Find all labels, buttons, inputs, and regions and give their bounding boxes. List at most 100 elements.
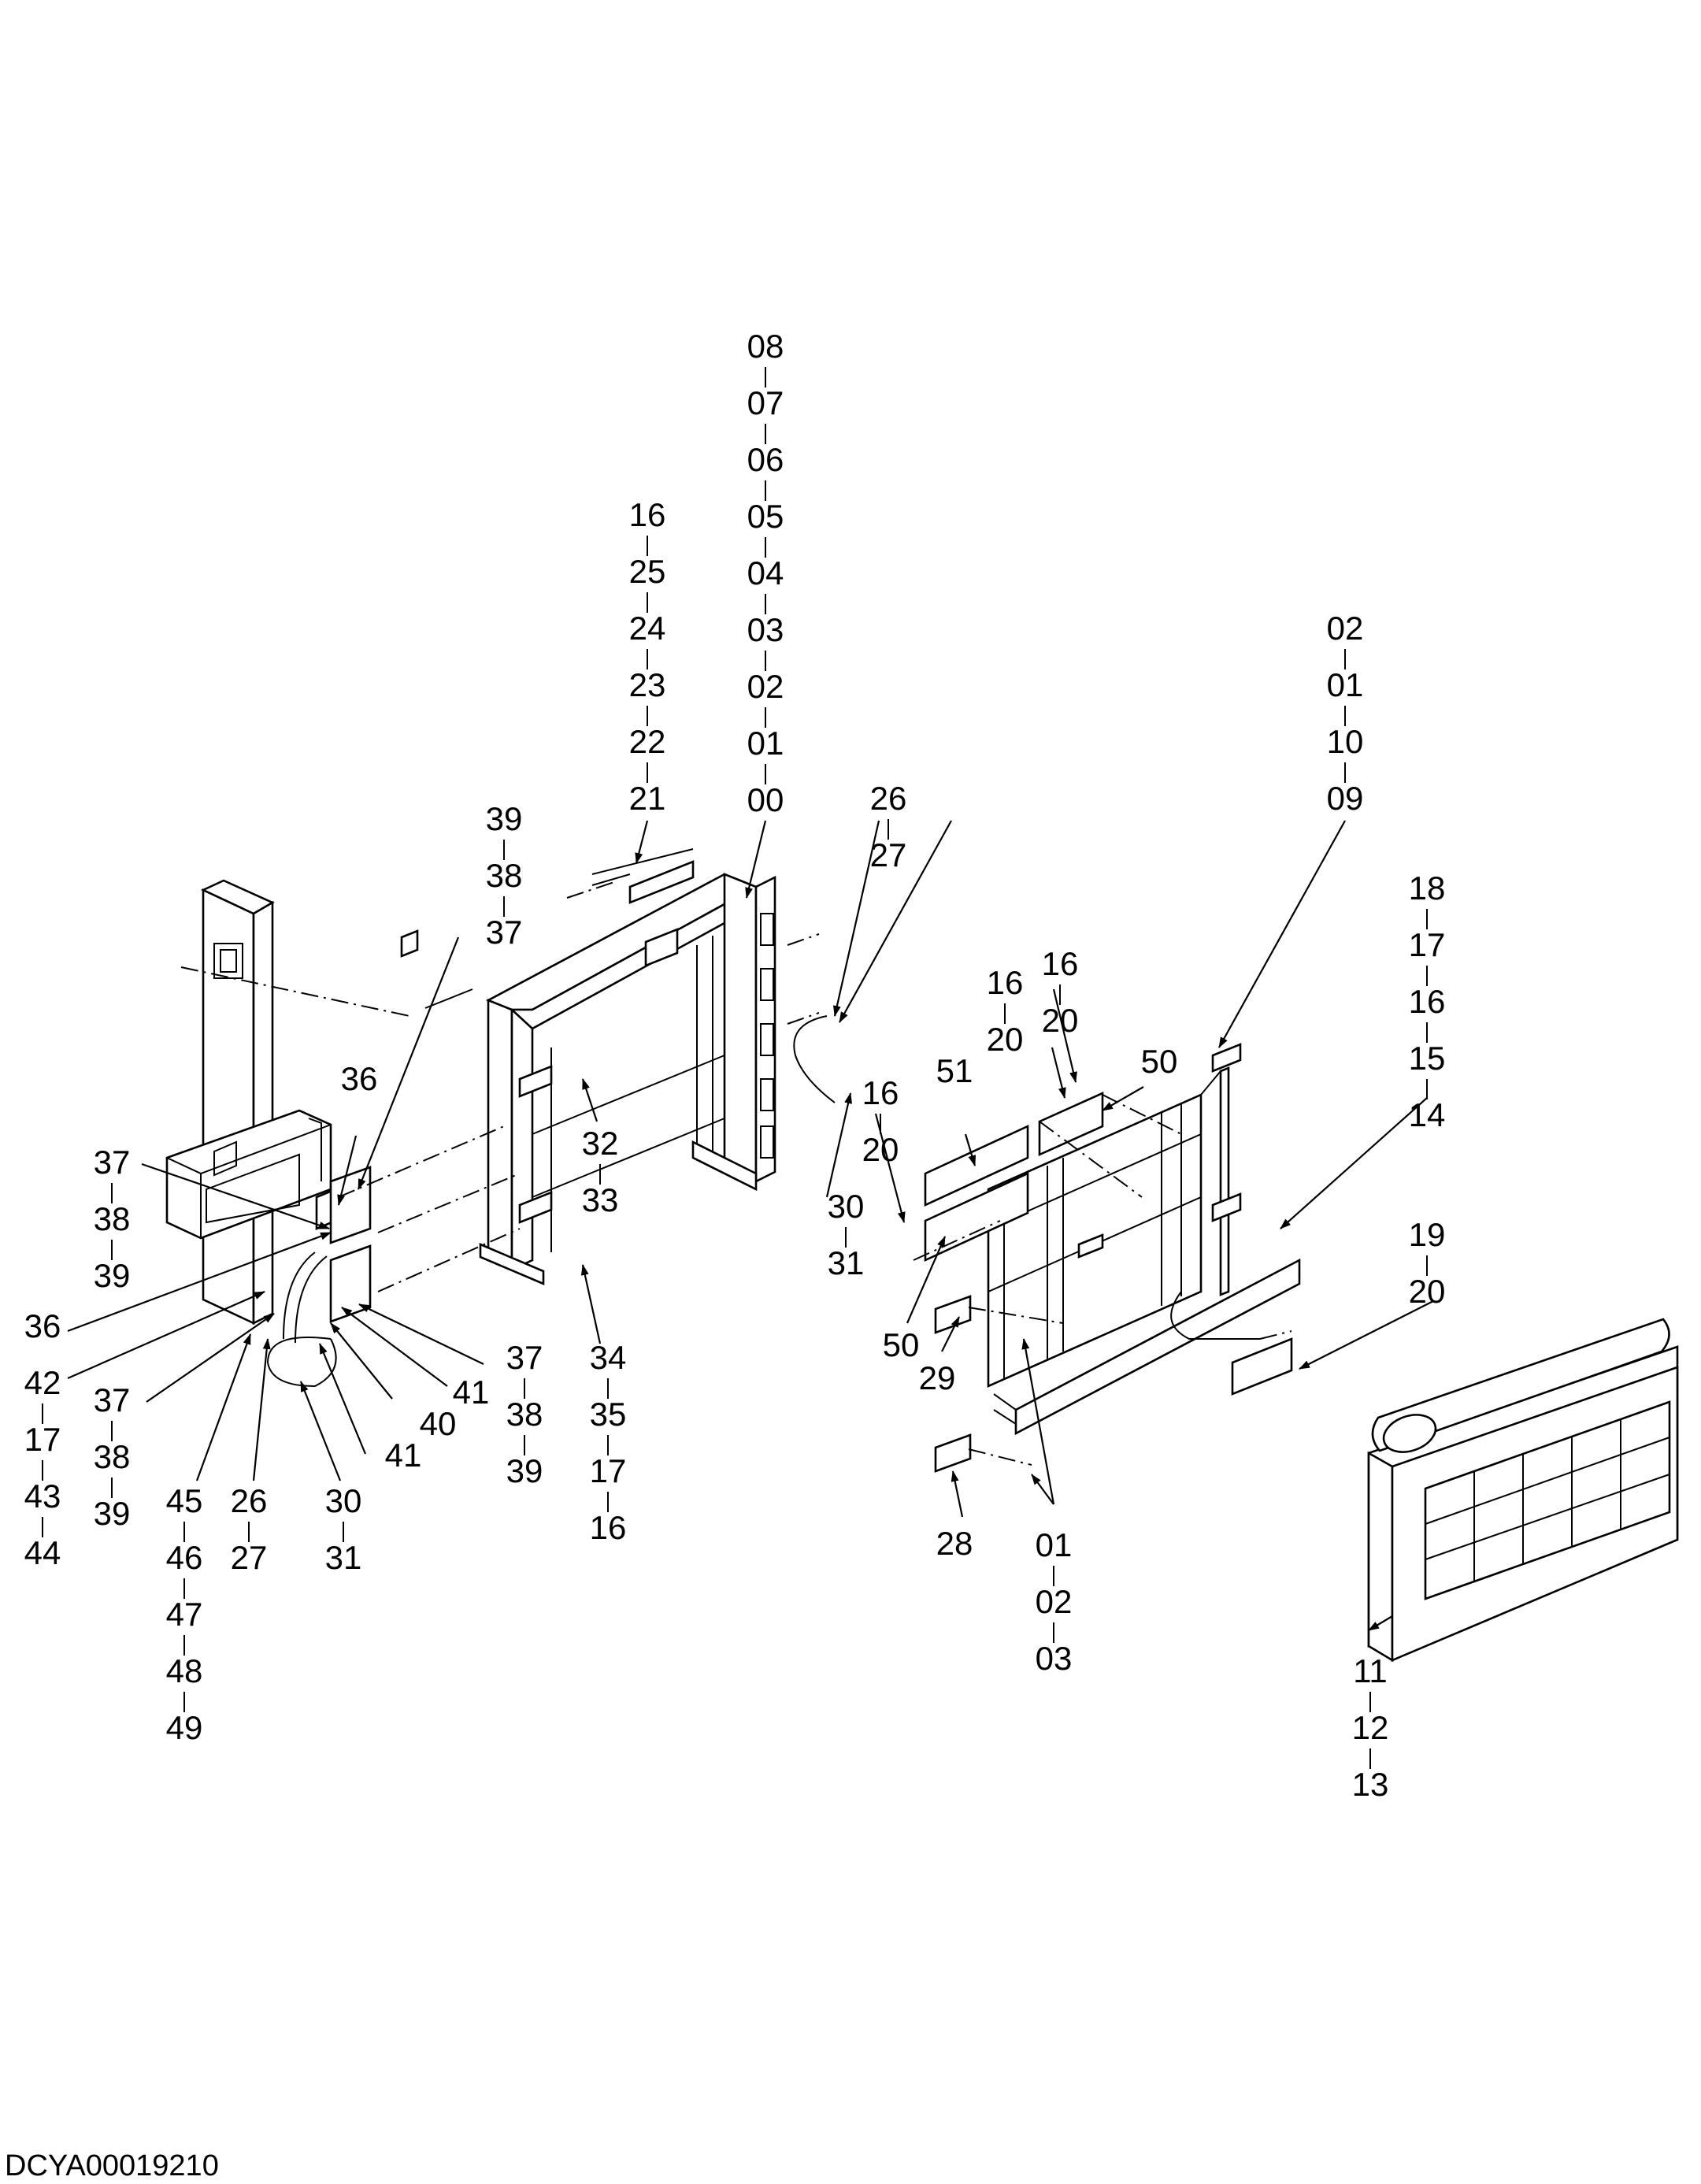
part-number-label: 24 [629, 610, 666, 647]
part-number-label: 02 [1327, 610, 1364, 647]
callout-bracket-28: 28 [936, 1525, 973, 1562]
part-number-label: 37 [94, 1144, 131, 1181]
part-number-label: 06 [747, 441, 784, 478]
part-number-label: 48 [166, 1652, 203, 1689]
part-number-label: 08 [747, 328, 784, 365]
callout-clip-30-low: 30 31 [325, 1482, 362, 1576]
part-number-label: 29 [919, 1359, 956, 1396]
part-number-label: 46 [166, 1539, 203, 1576]
part-number-label: 38 [486, 857, 523, 894]
callout-panel-50-lower: 50 [883, 1326, 920, 1363]
part-number-label: 38 [506, 1396, 543, 1433]
part-number-label: 16 [862, 1074, 899, 1111]
part-number-label: 50 [883, 1326, 920, 1363]
part-number-label: 16 [987, 964, 1024, 1001]
part-number-label: 23 [629, 666, 666, 703]
part-number-label: 49 [166, 1709, 203, 1746]
part-number-label: 10 [1327, 723, 1364, 760]
assembly-lines [180, 881, 1292, 1466]
part-number-label: 27 [870, 836, 907, 873]
part-number-label: 17 [1409, 926, 1446, 963]
part-number-label: 39 [506, 1452, 543, 1489]
part-number-label: 16 [629, 496, 666, 533]
part-number-label: 50 [1141, 1043, 1178, 1080]
callout-part-40: 40 [420, 1405, 457, 1442]
callout-part-41-b: 41 [385, 1437, 422, 1474]
part-number-label: 32 [582, 1125, 619, 1162]
part-number-label: 14 [1409, 1096, 1446, 1133]
part-number-label: 43 [24, 1478, 61, 1515]
part-number-label: 35 [590, 1396, 627, 1433]
part-number-label: 28 [936, 1525, 973, 1562]
part-number-label: 34 [590, 1339, 627, 1376]
part-number-label: 37 [94, 1381, 131, 1418]
part-number-label: 26 [870, 780, 907, 817]
part-number-label: 01 [1327, 666, 1364, 703]
part-number-label: 40 [420, 1405, 457, 1442]
left-pillar-drawing [200, 879, 275, 1326]
main-frame-drawing [479, 873, 776, 1285]
part-number-label: 51 [936, 1052, 973, 1089]
part-number-label: 00 [747, 781, 784, 818]
leader-lines [67, 820, 1434, 1631]
part-number-label: 19 [1409, 1216, 1446, 1253]
callout-holder-32: 32 33 [582, 1125, 619, 1218]
part-number-label: 26 [231, 1482, 268, 1519]
lamp-drawing [591, 848, 695, 904]
brackets-drawing [934, 1295, 972, 1473]
part-number-label: 39 [94, 1257, 131, 1294]
part-number-label: 04 [747, 554, 784, 591]
part-number-label: 31 [828, 1244, 865, 1281]
left-parts-drawing [266, 929, 473, 1388]
part-number-label: 01 [1036, 1526, 1073, 1563]
part-number-label: 37 [506, 1339, 543, 1376]
part-number-label: 31 [325, 1539, 362, 1576]
callout-plate-36-left: 36 [24, 1307, 61, 1344]
callout-panel-50-upper: 50 [1141, 1043, 1178, 1080]
part-number-label: 44 [24, 1534, 61, 1571]
callout-harness-b: 26 27 [231, 1482, 268, 1576]
part-number-label: 38 [94, 1200, 131, 1237]
part-number-label: 20 [1409, 1273, 1446, 1310]
callout-part-41-a: 41 [453, 1374, 490, 1411]
part-number-label: 05 [747, 498, 784, 535]
callout-right-frame: 02 01 10 09 [1327, 610, 1364, 817]
callout-bolts-37-left: 37 38 39 [94, 1144, 131, 1294]
part-number-label: 33 [582, 1181, 619, 1218]
part-number-label: 20 [862, 1131, 899, 1168]
part-number-label: 17 [24, 1421, 61, 1458]
part-number-label: 39 [486, 800, 523, 837]
part-number-label: 13 [1352, 1766, 1389, 1803]
part-number-label: 03 [747, 611, 784, 648]
part-number-label: 41 [453, 1374, 490, 1411]
part-number-label: 09 [1327, 780, 1364, 817]
callout-panel-51: 51 [936, 1052, 973, 1089]
part-number-label: 21 [629, 780, 666, 817]
part-number-label: 27 [231, 1539, 268, 1576]
part-number-label: 47 [166, 1596, 203, 1633]
part-number-label: 16 [590, 1509, 627, 1546]
part-number-label: 20 [987, 1021, 1024, 1058]
part-number-label: 39 [94, 1495, 131, 1532]
part-number-label: 30 [828, 1188, 865, 1225]
part-number-label: 16 [1042, 945, 1079, 982]
panels-drawing [924, 1091, 1104, 1263]
part-number-label: 30 [325, 1482, 362, 1519]
part-number-label: 36 [341, 1060, 378, 1097]
